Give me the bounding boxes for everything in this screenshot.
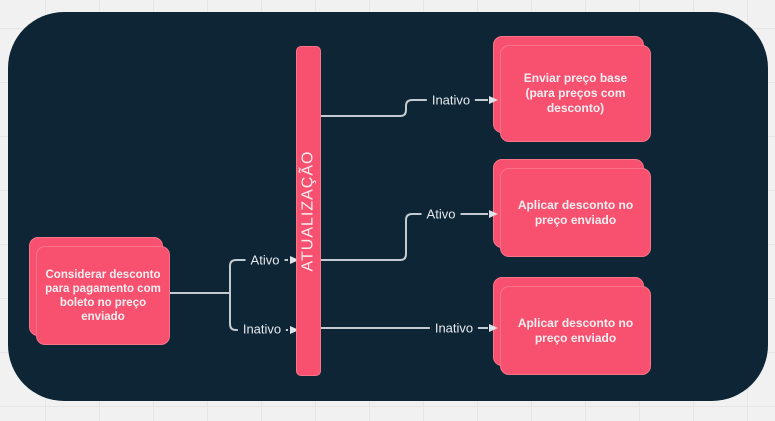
node-atualizacao-bar[interactable]: ATUALIZAÇÃO bbox=[296, 46, 321, 376]
edge-label-inativo-bottom[interactable]: Inativo bbox=[429, 319, 479, 337]
bar-label: ATUALIZAÇÃO bbox=[299, 150, 317, 272]
node-label: Aplicar desconto no preço enviado bbox=[517, 197, 634, 227]
edge-label-inativo-left[interactable]: Inativo bbox=[237, 320, 287, 338]
node-label: Enviar preço base (para preços com desco… bbox=[523, 71, 628, 115]
edge-gateway-ativo bbox=[321, 213, 488, 261]
edge-label-ativo-left[interactable]: Ativo bbox=[245, 251, 285, 269]
edge-label-inativo-top[interactable]: Inativo bbox=[426, 91, 476, 109]
edge-label-ativo-right[interactable]: Ativo bbox=[421, 205, 461, 223]
node-considerar-desconto[interactable]: Considerar desconto para pagamento com b… bbox=[29, 237, 170, 345]
node-aplicar-desconto-2[interactable]: Aplicar desconto no preço enviado bbox=[493, 277, 651, 375]
node-enviar-preco-base[interactable]: Enviar preço base (para preços com desco… bbox=[493, 36, 651, 142]
node-aplicar-desconto-1[interactable]: Aplicar desconto no preço enviado bbox=[493, 159, 651, 257]
flowchart-canvas: Considerar desconto para pagamento com b… bbox=[8, 12, 768, 401]
node-label: Aplicar desconto no preço enviado bbox=[517, 315, 634, 345]
node-label: Considerar desconto para pagamento com b… bbox=[45, 268, 161, 323]
connector-lines bbox=[170, 96, 498, 334]
